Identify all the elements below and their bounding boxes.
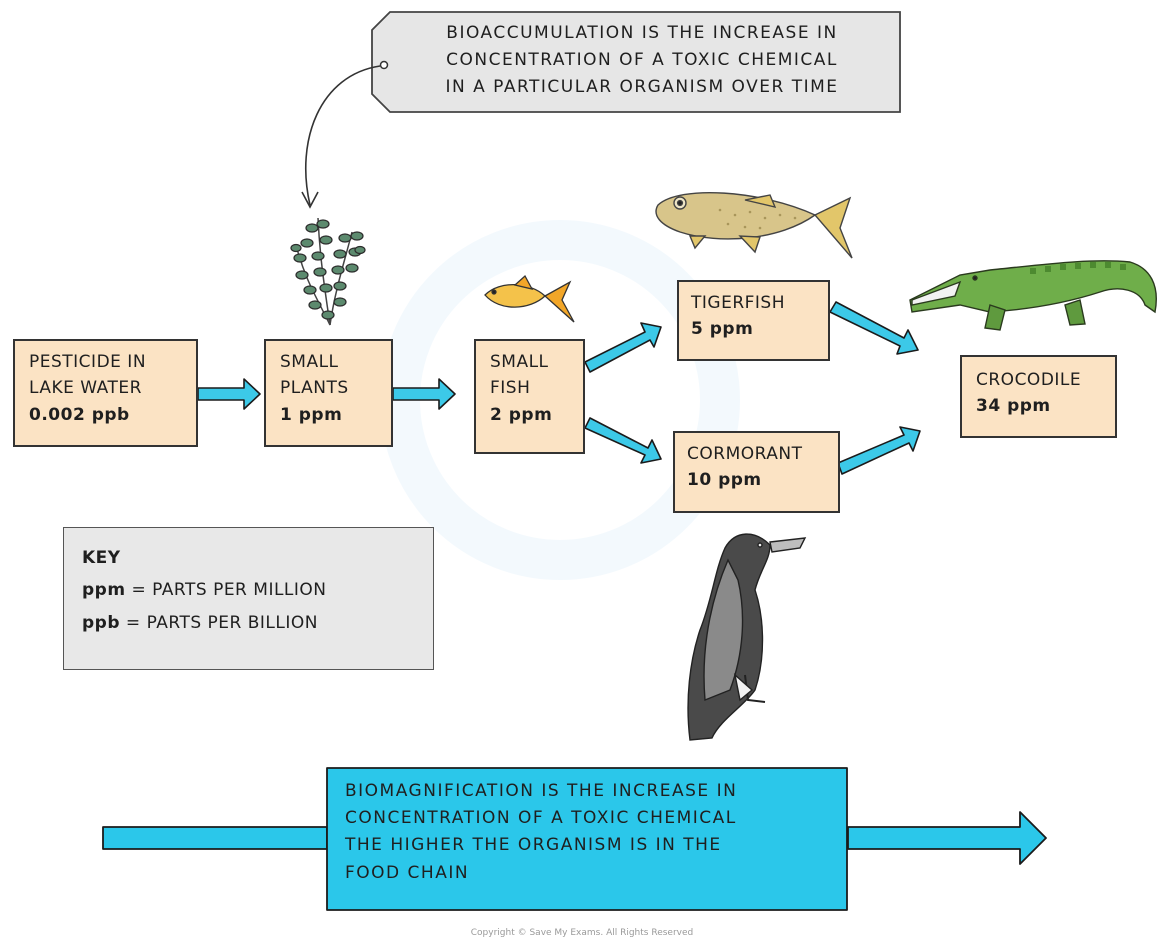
node-small-fish: SMALL FISH 2 ppm — [474, 339, 585, 454]
key-ppb-row: ppb = PARTS PER BILLION — [82, 607, 415, 639]
biomagnification-definition: BIOMAGNIFICATION IS THE INCREASE IN CONC… — [327, 768, 847, 910]
node-small-fish-value: 2 ppm — [490, 404, 553, 425]
copyright-notice: Copyright © Save My Exams. All Rights Re… — [470, 928, 694, 938]
bioaccumulation-callout-box — [371, 11, 901, 113]
node-small-plants: SMALL PLANTS 1 ppm — [264, 339, 393, 447]
bio-line-3: THE HIGHER THE ORGANISM IS IN THE — [345, 835, 722, 856]
node-crocodile-value: 34 ppm — [976, 396, 1051, 417]
node-crocodile: CROCODILE 34 ppm — [960, 355, 1117, 438]
key-ppb-abbr: ppb — [82, 612, 121, 633]
arrow-tigerfish-to-crocodile — [829, 301, 919, 355]
node-crocodile-label: CROCODILE — [976, 370, 1082, 390]
node-pesticide-line2: LAKE WATER — [29, 378, 142, 399]
bio-line-2: CONCENTRATION OF A TOXIC CHEMICAL — [345, 808, 737, 829]
key-ppm-def: = PARTS PER MILLION — [131, 580, 327, 601]
arrow-cormorant-to-crocodile — [837, 426, 921, 475]
key-title: KEY — [82, 548, 121, 568]
node-cormorant: CORMORANT 10 ppm — [673, 431, 840, 513]
node-plants-line1: SMALL — [280, 352, 339, 372]
tigerfish-icon — [655, 191, 853, 259]
node-cormorant-label: CORMORANT — [687, 444, 803, 464]
bio-line-4: FOOD CHAIN — [345, 862, 470, 883]
node-plants-value: 1 ppm — [280, 404, 343, 425]
key-ppm-abbr: ppm — [82, 580, 126, 601]
node-tigerfish: TIGERFISH 5 ppm — [677, 280, 830, 361]
node-pesticide: PESTICIDE IN LAKE WATER 0.002 ppb — [13, 339, 198, 447]
node-plants-line2: PLANTS — [280, 378, 349, 399]
node-cormorant-value: 10 ppm — [687, 470, 762, 491]
key-ppb-def: = PARTS PER BILLION — [125, 612, 318, 633]
node-pesticide-value: 0.002 ppb — [29, 404, 130, 425]
arrow-fish-to-cormorant — [584, 417, 662, 464]
callout-line-2: CONCENTRATION OF A TOXIC CHEMICAL — [446, 49, 838, 70]
callout-line-3: IN A PARTICULAR ORGANISM OVER TIME — [445, 76, 839, 97]
arrow-pesticide-to-plants — [197, 378, 261, 410]
small-fish-icon — [484, 274, 575, 323]
node-small-fish-line2: FISH — [490, 378, 531, 399]
water-plant-icon — [290, 217, 366, 326]
arrow-fish-to-tigerfish — [584, 322, 662, 373]
node-tigerfish-value: 5 ppm — [691, 319, 754, 340]
key-box: KEY ppm = PARTS PER MILLION ppb = PARTS … — [63, 527, 434, 670]
bioaccumulation-definition: BIOACCUMULATION IS THE INCREASE IN CONCE… — [392, 20, 892, 101]
callout-line-1: BIOACCUMULATION IS THE INCREASE IN — [446, 23, 838, 43]
node-tigerfish-label: TIGERFISH — [691, 293, 785, 313]
node-small-fish-line1: SMALL — [490, 352, 549, 372]
bio-line-1: BIOMAGNIFICATION IS THE INCREASE IN — [345, 781, 738, 801]
key-ppm-row: ppm = PARTS PER MILLION — [82, 574, 415, 606]
arrow-plants-to-fish — [392, 378, 456, 410]
node-pesticide-line1: PESTICIDE IN — [29, 352, 147, 372]
biomagnification-arrow — [102, 767, 1047, 911]
crocodile-icon — [909, 260, 1157, 331]
cormorant-icon — [687, 533, 807, 741]
callout-curved-arrow — [301, 60, 389, 209]
